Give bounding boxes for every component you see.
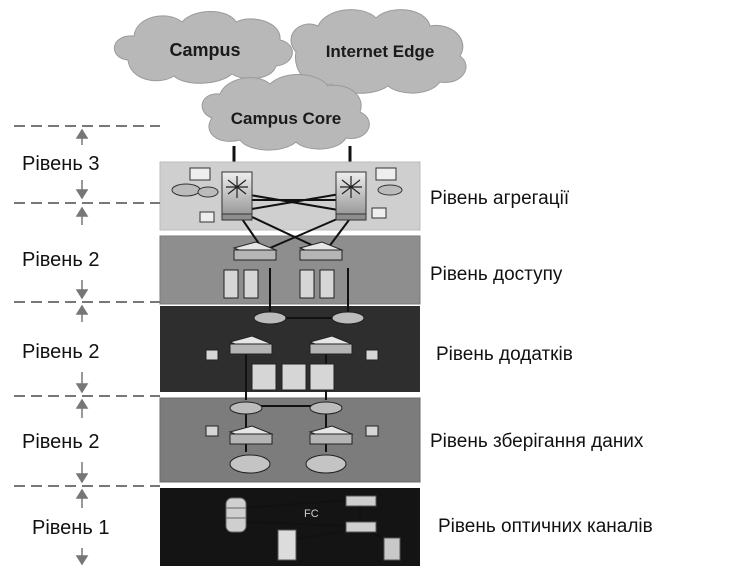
internet-edge-label: Internet Edge xyxy=(326,42,435,61)
access-layer-label: Рівень доступу xyxy=(430,264,563,285)
campus-label: Campus xyxy=(169,40,240,60)
internet-edge-cloud: Internet Edge xyxy=(290,9,467,94)
tier-arrows xyxy=(75,128,89,566)
storage-band xyxy=(159,397,421,483)
access-servers xyxy=(223,269,335,299)
campus-cloud: Campus xyxy=(113,11,293,84)
campus-core-cloud: Campus Core xyxy=(201,73,370,151)
tier-separators xyxy=(14,125,160,487)
tier-2-label-apps: Рівень 2 xyxy=(22,341,99,363)
optical-devices xyxy=(225,495,401,561)
tier-2-label-storage: Рівень 2 xyxy=(22,431,99,453)
app-switches xyxy=(228,335,354,355)
tier-1-label: Рівень 1 xyxy=(32,517,109,539)
fc-label: FC xyxy=(304,508,319,520)
aggregation-switch-left xyxy=(221,171,253,221)
tier-2-label-access: Рівень 2 xyxy=(22,249,99,271)
aggregation-modules xyxy=(171,167,403,223)
app-load-balancers xyxy=(253,311,365,325)
access-switch-right xyxy=(298,241,344,261)
access-switch-left xyxy=(232,241,278,261)
storage-layer-label: Рівень зберігання даних xyxy=(430,431,644,452)
tier-3-label: Рівень 3 xyxy=(22,153,99,175)
aggregation-layer-label: Рівень агрегації xyxy=(430,188,570,209)
app-servers xyxy=(205,349,379,391)
campus-core-label: Campus Core xyxy=(231,109,342,128)
aggregation-switch-right xyxy=(335,171,367,221)
applications-layer-label: Рівень додатків xyxy=(436,344,573,365)
optical-layer-label: Рівень оптичних каналів xyxy=(438,516,653,537)
access-band xyxy=(159,235,421,305)
storage-nodes xyxy=(205,401,379,474)
